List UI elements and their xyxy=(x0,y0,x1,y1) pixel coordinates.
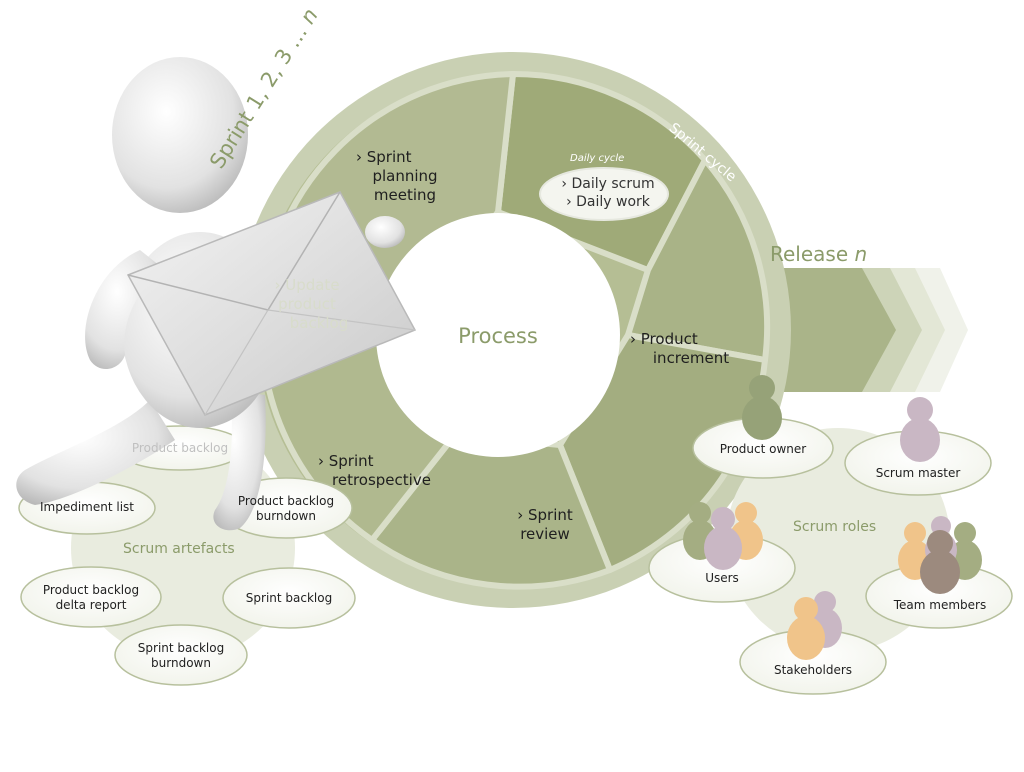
step-line: review xyxy=(520,525,570,543)
artefact-delta-report: Product backlog delta report xyxy=(42,583,140,612)
role-stakeholders: Stakeholders xyxy=(773,663,853,677)
step-line: increment xyxy=(652,349,730,367)
step-line: › Daily work xyxy=(566,194,650,210)
artefacts-title: Scrum artefacts xyxy=(123,541,235,557)
artefact-product-backlog-burndown: Product backlog burndown xyxy=(237,494,335,523)
step-line: › Sprint xyxy=(318,452,374,470)
step-line: backlog xyxy=(289,314,349,332)
role-team-members: Team members xyxy=(893,598,987,612)
step-sprint-review: › Sprint review xyxy=(510,506,580,544)
step-line: › Daily scrum xyxy=(561,176,655,192)
users-icon xyxy=(683,502,763,570)
figure-with-envelope-illustration xyxy=(16,57,417,531)
artefact-sprint-backlog: Sprint backlog xyxy=(245,591,333,605)
step-daily: › Daily scrum › Daily work xyxy=(548,175,668,211)
product-owner-icon xyxy=(742,375,782,440)
step-sprint-retrospective: › Sprint retrospective xyxy=(318,452,438,490)
step-line: retrospective xyxy=(332,471,431,489)
step-product-increment: › Product increment xyxy=(630,330,740,368)
process-label: Process xyxy=(458,324,538,348)
step-line: › Sprint xyxy=(356,148,412,166)
roles-title: Scrum roles xyxy=(793,519,877,535)
daily-cycle-bubble xyxy=(539,167,669,221)
process-center xyxy=(376,213,620,457)
step-line: › Product xyxy=(630,330,698,348)
role-scrum-master: Scrum master xyxy=(875,466,961,480)
release-label: Release n xyxy=(770,242,867,266)
role-users: Users xyxy=(705,571,739,585)
release-arrows xyxy=(760,268,968,392)
team-members-icon xyxy=(898,516,982,594)
release-n: n xyxy=(854,242,868,266)
step-line: › Sprint xyxy=(517,506,573,524)
artefact-product-backlog: Product backlog xyxy=(131,441,229,455)
step-line: planning xyxy=(372,167,438,185)
step-line: meeting xyxy=(373,186,437,204)
daily-cycle-label: Daily cycle xyxy=(570,153,625,164)
step-update-backlog: › Update product backlog xyxy=(262,276,352,333)
role-product-owner: Product owner xyxy=(719,442,807,456)
scrum-master-icon xyxy=(900,397,940,462)
step-line: › Update xyxy=(274,276,340,294)
stakeholders-icon xyxy=(787,591,842,660)
step-line: product xyxy=(278,295,336,313)
release-text: Release xyxy=(770,242,855,266)
step-sprint-planning: › Sprint planning meeting xyxy=(350,148,460,205)
artefact-impediment-list: Impediment list xyxy=(39,500,134,514)
artefact-sprint-backlog-burndown: Sprint backlog burndown xyxy=(137,641,225,670)
